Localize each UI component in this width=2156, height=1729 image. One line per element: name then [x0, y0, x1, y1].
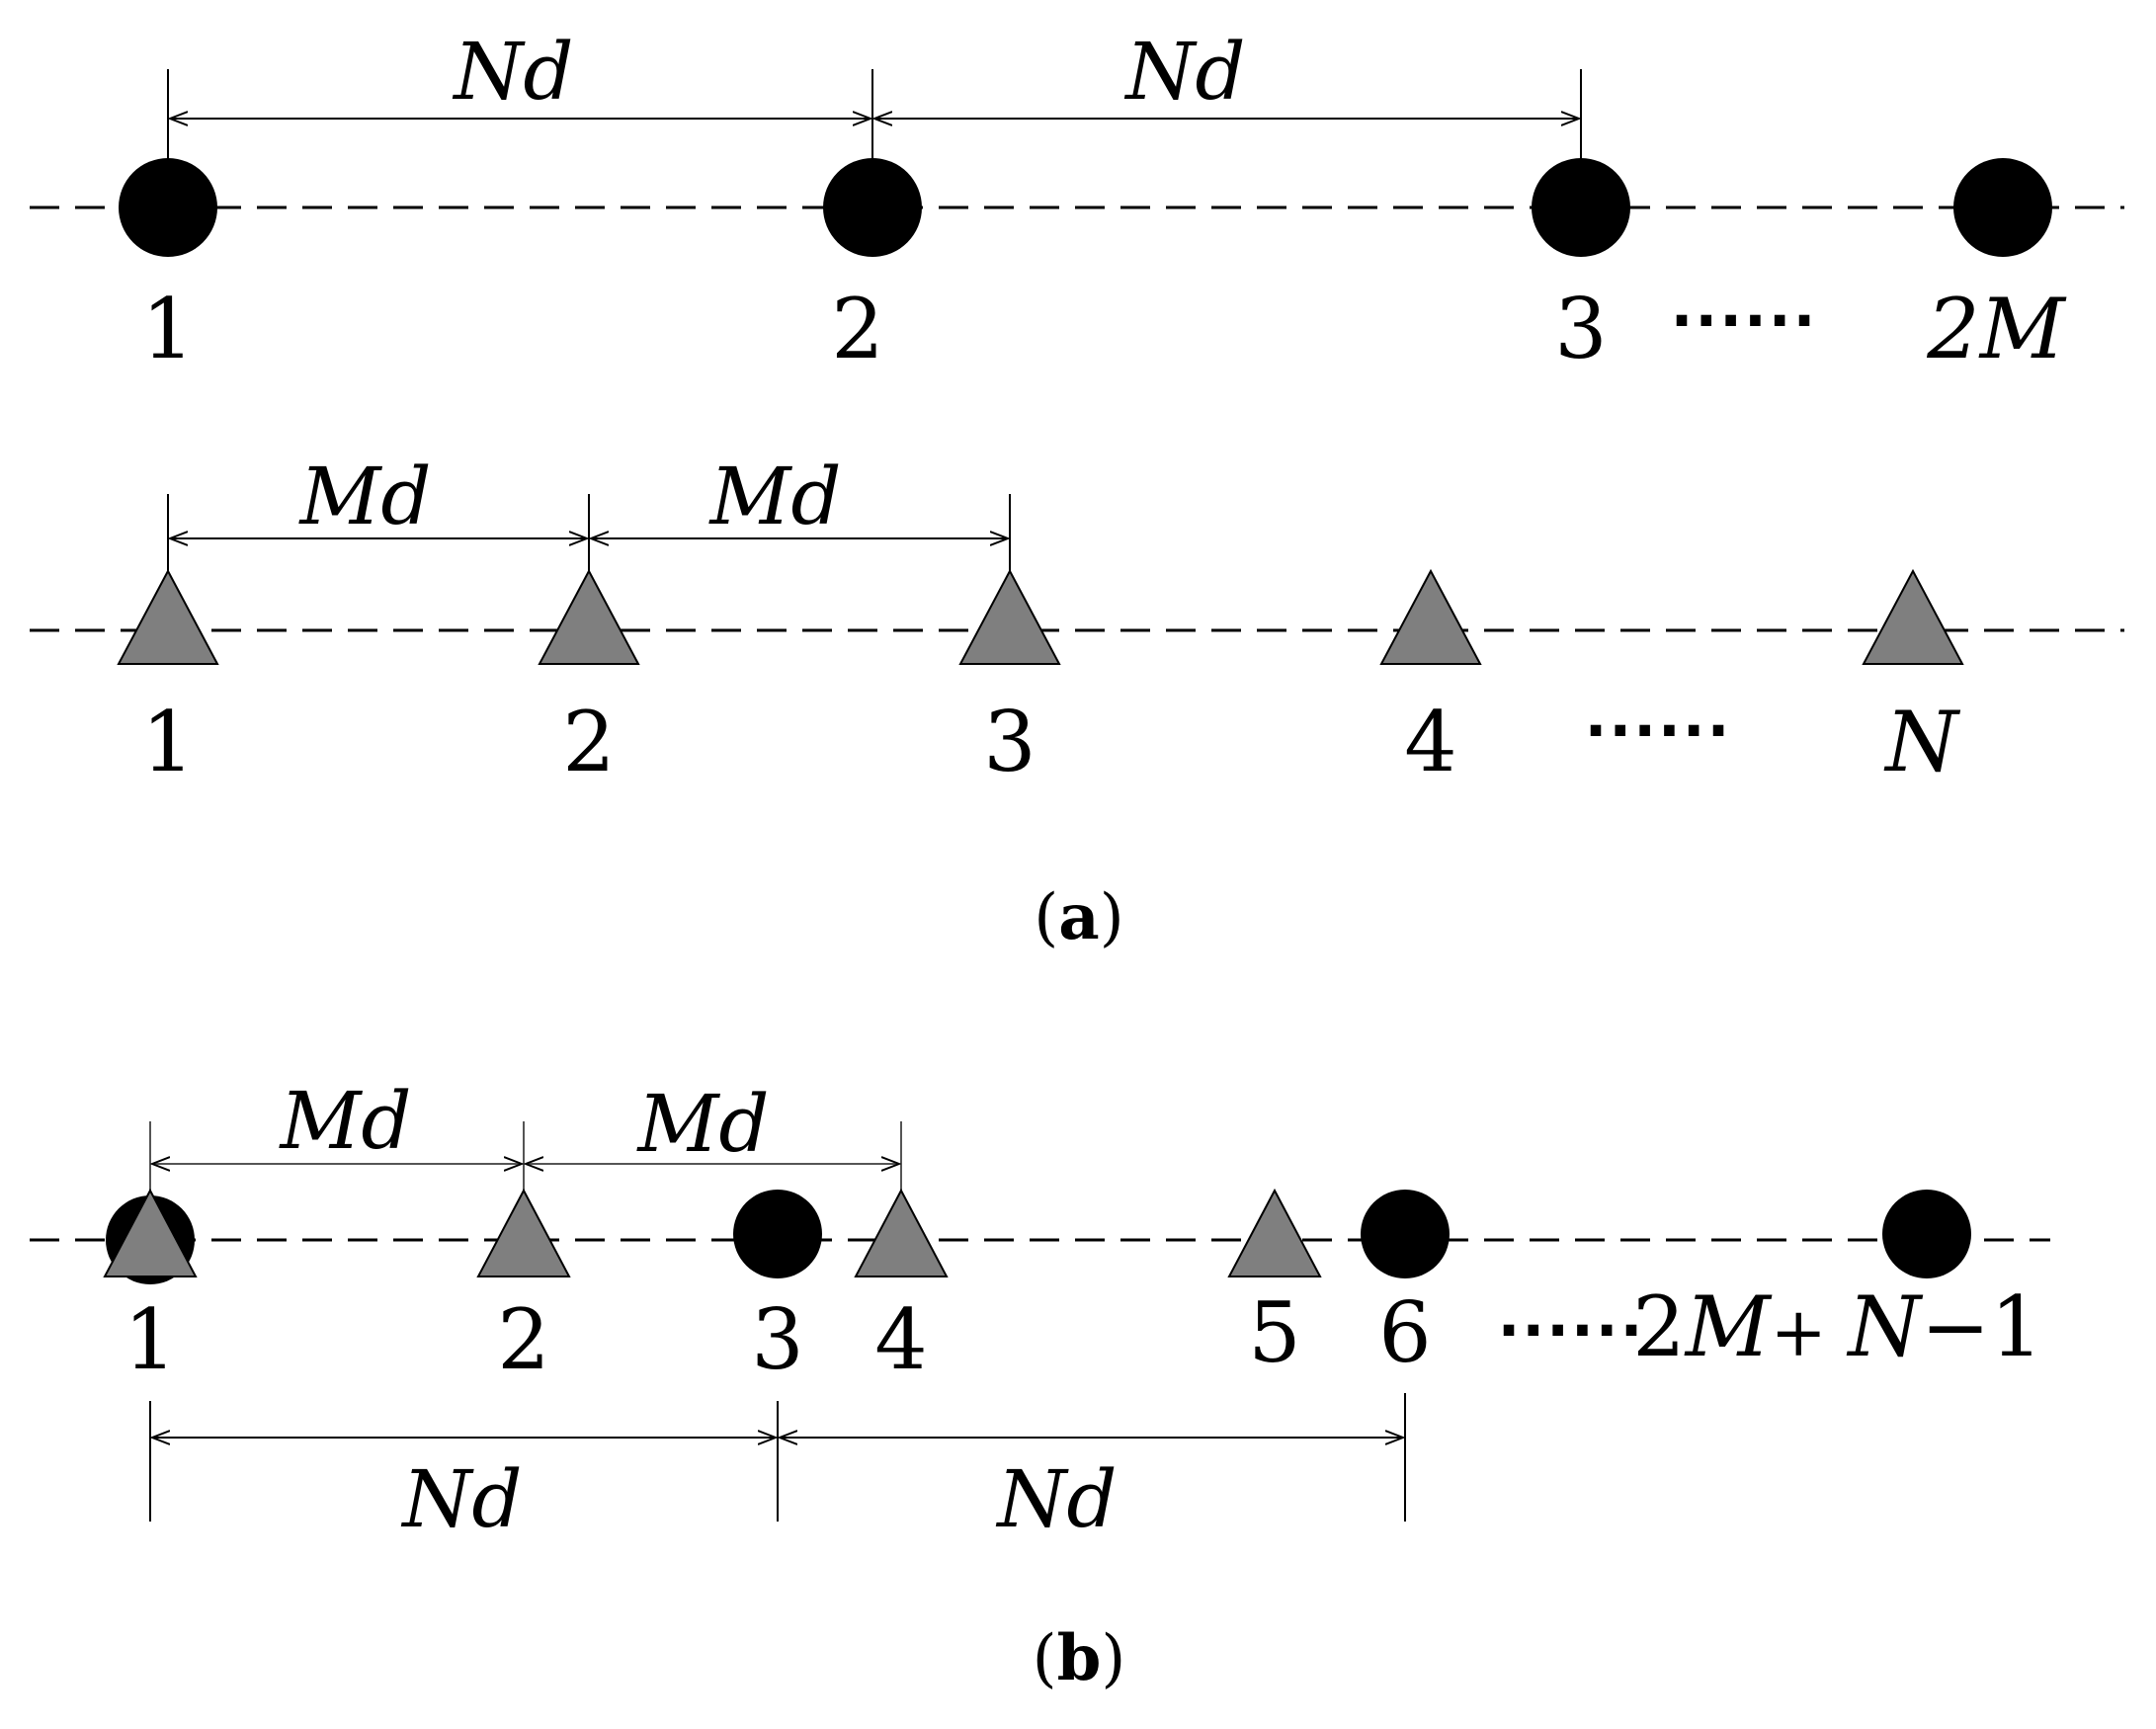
element-label: 3 [751, 1291, 803, 1388]
element-label: 2 [562, 694, 615, 790]
dim-label: Md [707, 451, 841, 542]
ellipsis: ...... [1671, 272, 1818, 341]
sensor-circle [119, 158, 217, 257]
element-label: 3 [983, 694, 1036, 790]
element-label-2m: 2M [1926, 281, 2066, 377]
element-label: 5 [1248, 1284, 1300, 1381]
element-label: 2 [497, 1291, 549, 1388]
panel-b-combined-array: Md Md 1 2 3 4 5 6 ...... 2M+ N−1 Nd Nd [30, 1075, 2050, 1545]
sensor-triangle [958, 568, 1061, 665]
sensor-triangle [1379, 568, 1482, 665]
dim-label: Md [297, 451, 431, 542]
sensor-circle [823, 158, 922, 257]
element-label: 1 [124, 1291, 176, 1388]
sensor-triangle [854, 1188, 949, 1277]
ellipsis: ...... [1498, 1281, 1645, 1351]
dim-label: Nd [452, 26, 573, 118]
dim-label: Md [635, 1078, 769, 1170]
sensor-circle [1882, 1190, 1971, 1278]
dim-label: Md [278, 1075, 411, 1167]
element-label: 4 [1404, 694, 1456, 790]
element-label: 2 [831, 281, 883, 377]
sensor-circle [733, 1190, 822, 1278]
sensor-circle [1532, 158, 1630, 257]
element-label: 1 [141, 281, 194, 377]
ellipsis: ...... [1585, 682, 1732, 751]
dim-label: Nd [400, 1453, 522, 1545]
sensor-triangle [476, 1188, 571, 1277]
caption-a: (a) [1034, 880, 1123, 954]
element-label-n: N [1883, 694, 1960, 790]
sensor-triangle [1862, 568, 1964, 665]
sensor-circle [1953, 158, 2052, 257]
panel-a-top-array: Nd Nd 1 2 3 ...... 2M [30, 26, 2124, 377]
sensor-circle [1361, 1190, 1450, 1278]
sensor-triangle [538, 568, 640, 665]
panel-a-bottom-array: Md Md 1 2 3 4 ...... N [30, 451, 2124, 790]
element-label-last: 2M+ N−1 [1632, 1278, 2042, 1375]
element-label: 3 [1554, 281, 1607, 377]
caption-b: (b) [1033, 1621, 1126, 1695]
sensor-triangle [103, 1188, 198, 1277]
element-label: 1 [141, 694, 194, 790]
dim-label: Nd [995, 1453, 1117, 1545]
dim-label: Nd [1123, 26, 1245, 118]
sensor-triangle [117, 568, 219, 665]
element-label: 4 [874, 1291, 927, 1388]
element-label: 6 [1378, 1284, 1431, 1381]
sensor-triangle [1227, 1188, 1322, 1277]
